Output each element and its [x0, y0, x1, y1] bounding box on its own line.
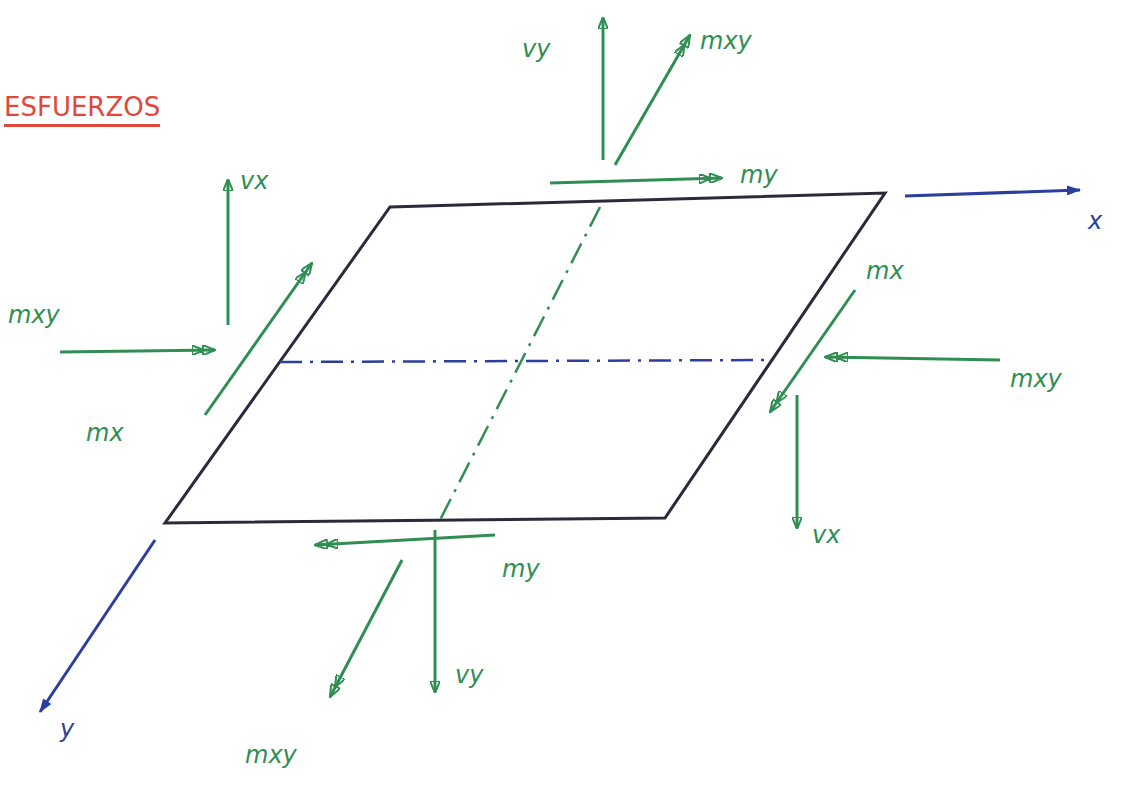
axis-label: x [1088, 208, 1102, 234]
shear-force-label: vy [455, 662, 483, 688]
center-line [440, 207, 600, 520]
force-arrows [60, 18, 1000, 697]
axis-label: y [60, 716, 74, 742]
shear-force-label: vx [812, 522, 840, 548]
shear-force-label: vx [240, 168, 268, 194]
center-line [280, 360, 770, 362]
bending-moment-label: my [740, 162, 778, 188]
bending-moment-label: mx [866, 258, 904, 284]
shear-force-label: vy [522, 36, 550, 62]
plate-outline [165, 193, 885, 523]
x-axis [905, 190, 1080, 196]
heading: ESFUERZOS [4, 92, 160, 127]
bending-moment-label: my [502, 556, 540, 582]
twisting-moment-label: mxy [8, 302, 60, 328]
twisting-moment-label: mxy [245, 742, 297, 768]
bending-moment-label: mx [86, 420, 124, 446]
twisting-moment-label: mxy [1010, 366, 1062, 392]
y-axis [40, 540, 155, 712]
twisting-moment-label: mxy [700, 28, 752, 54]
